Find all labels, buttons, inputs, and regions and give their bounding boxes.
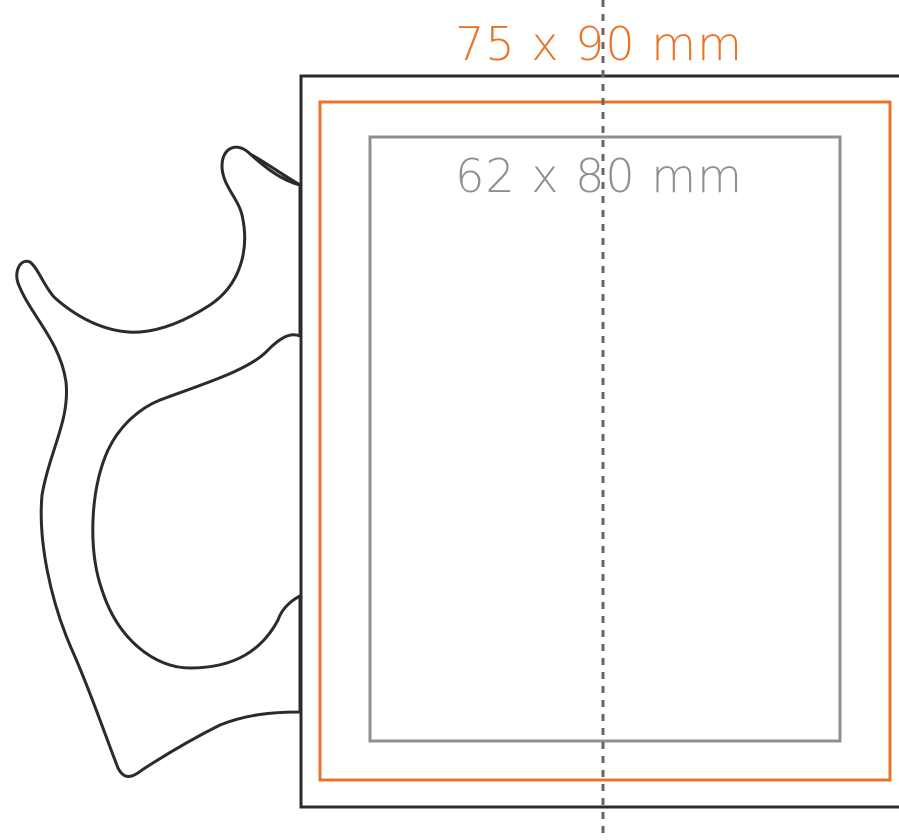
bleed-line [318, 100, 892, 782]
inner-dimension-label: 62 x 80 mm [455, 149, 743, 203]
outer-dimension-label: 75 x 90 mm [455, 17, 743, 71]
hanger-body [15, 145, 302, 778]
safe-area [368, 135, 842, 743]
outer-frame [299, 74, 899, 809]
